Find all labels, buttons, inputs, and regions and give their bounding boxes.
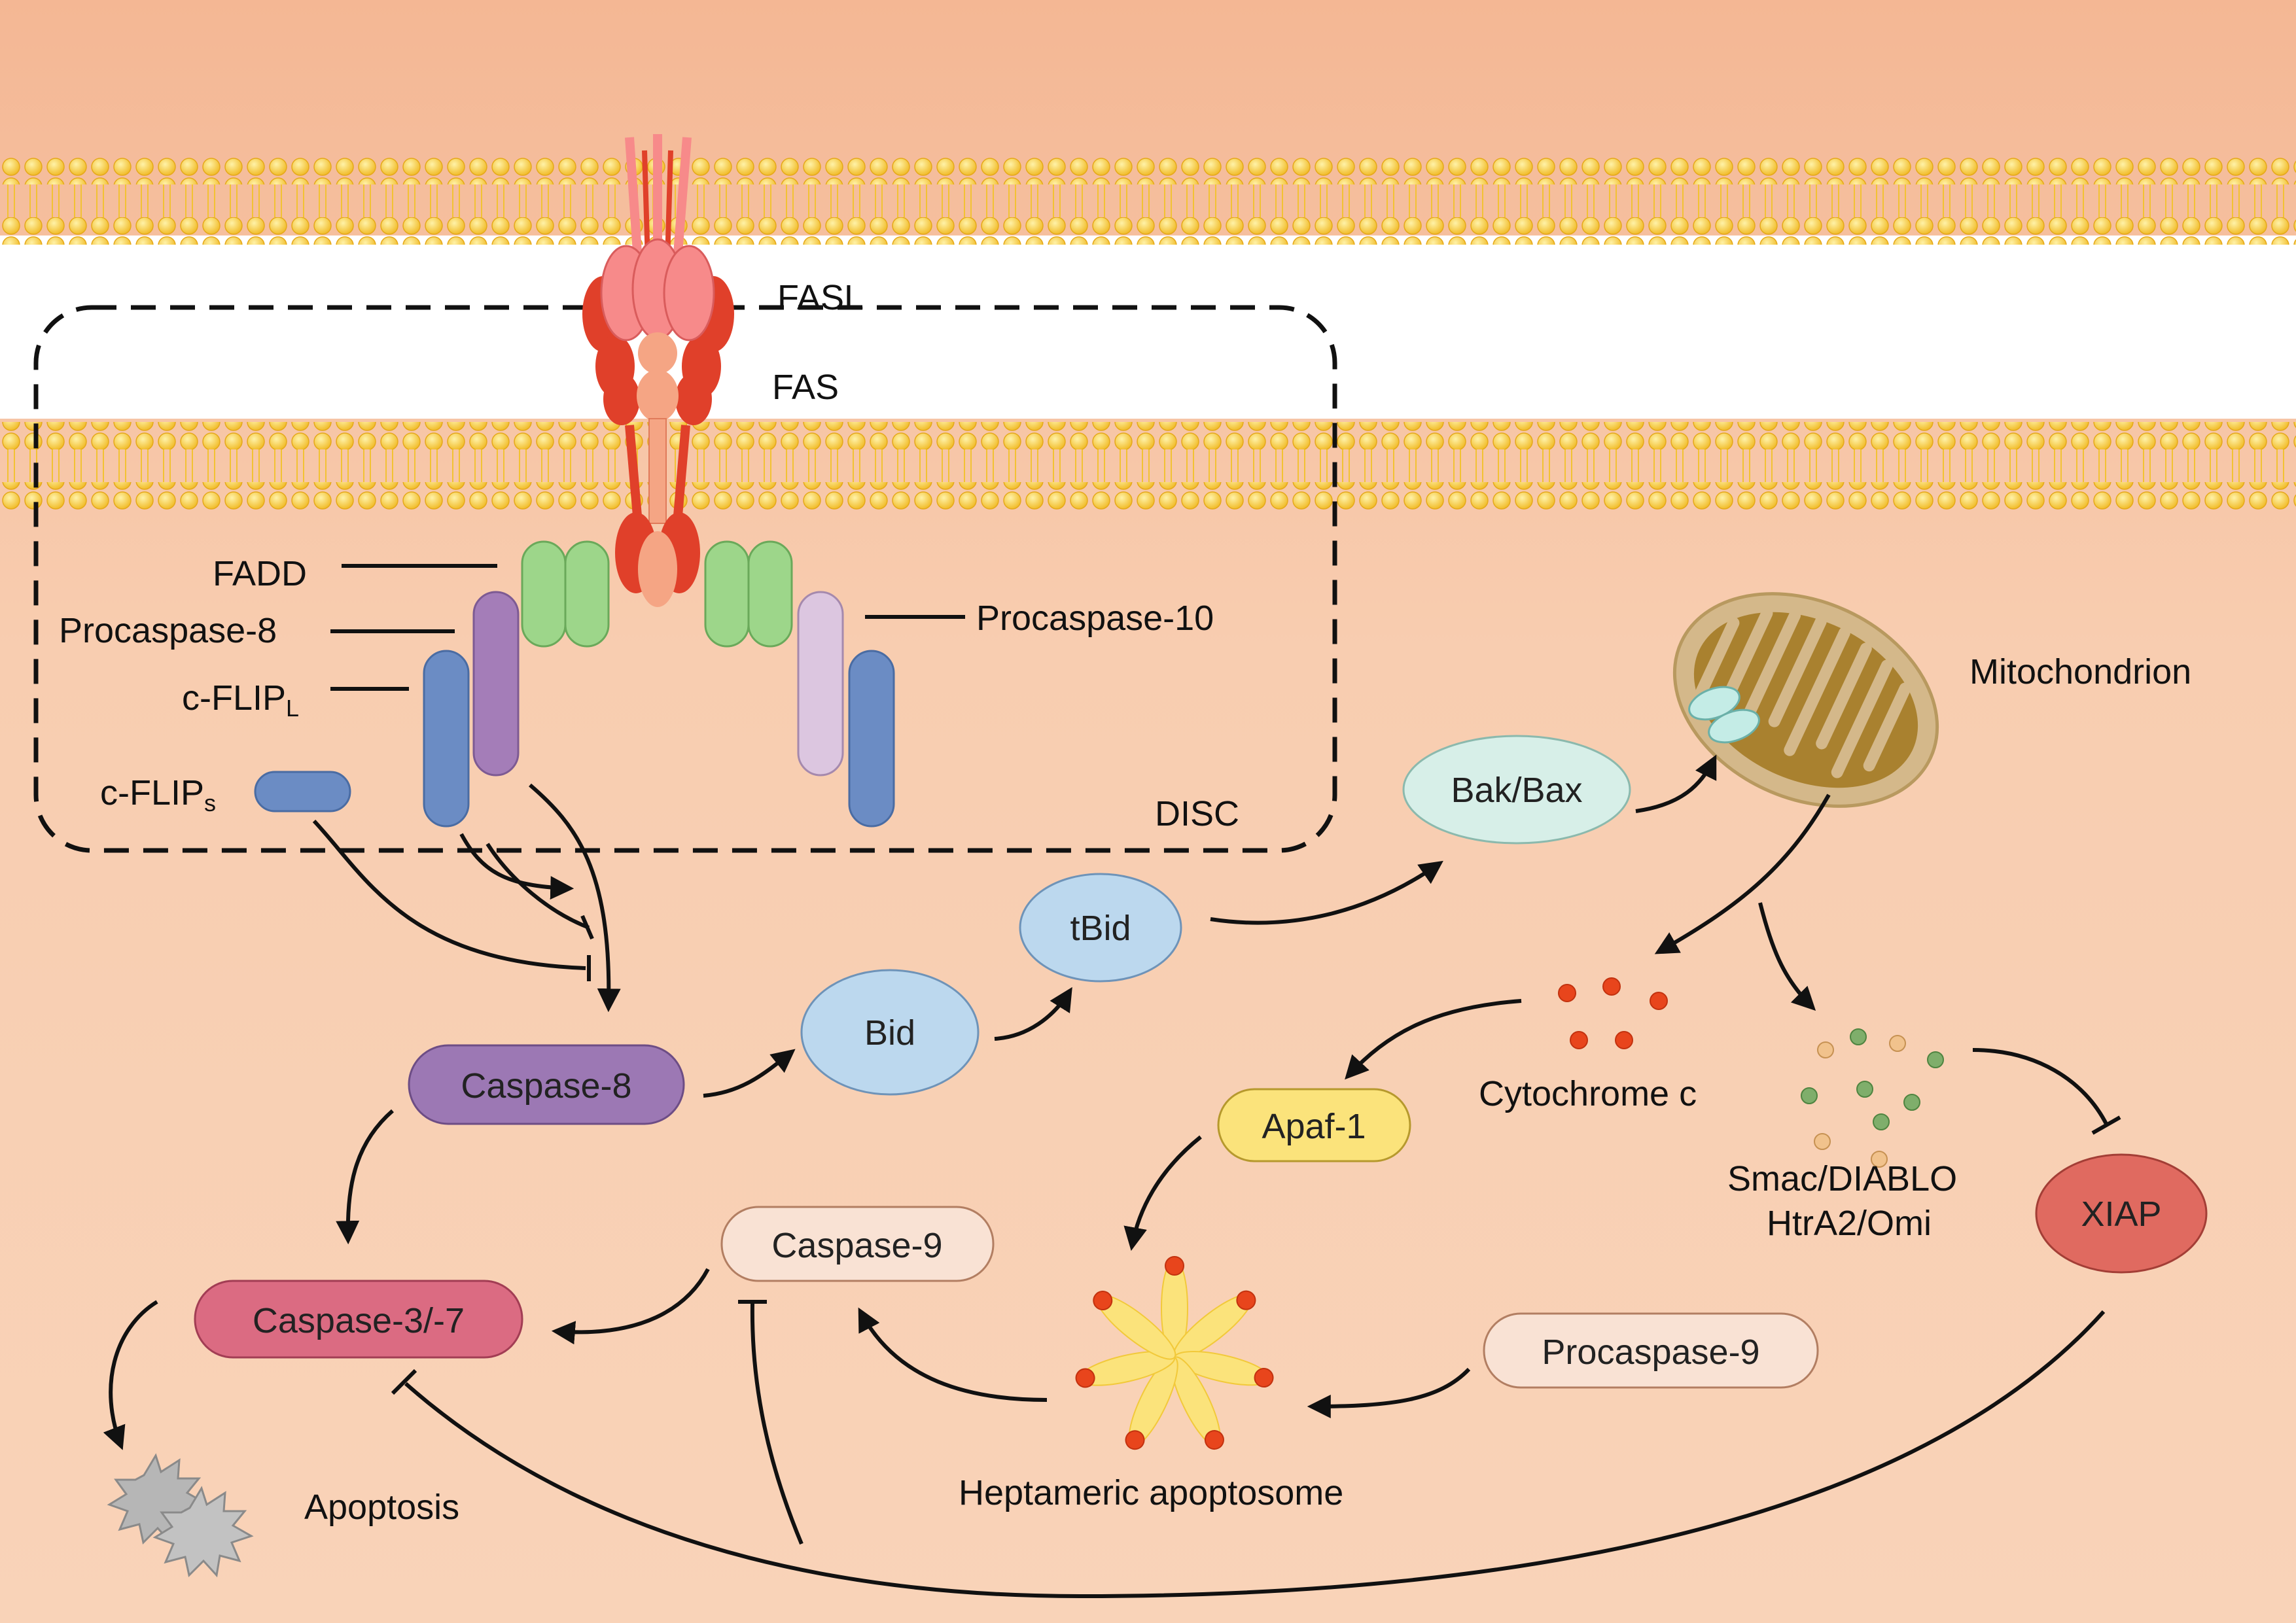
tbid-node: tBid	[1019, 873, 1182, 983]
edge-mito-smac	[1758, 902, 1816, 1011]
edge-xiap-inhibit-long	[404, 1310, 2106, 1599]
cflip-l-shape	[423, 650, 470, 828]
caspase-37-text: Caspase-3/-7	[253, 1301, 465, 1340]
xiap-node: XIAP	[2035, 1153, 2208, 1274]
edge-mito-cytc	[1654, 794, 1831, 954]
tbid-text: tBid	[1070, 909, 1131, 948]
apoptosome-icon	[1075, 1256, 1274, 1450]
procaspase-8-shape	[472, 591, 520, 777]
cflip-s-label: c-FLIPs	[100, 773, 216, 816]
bid-text: Bid	[864, 1013, 915, 1053]
smac-label-line2: HtrA2/Omi	[1767, 1204, 1932, 1243]
apaf1-text: Apaf-1	[1262, 1107, 1366, 1146]
procaspase-9-node: Procaspase-9	[1483, 1312, 1819, 1389]
edge-bid-tbid	[994, 986, 1072, 1041]
caspase-37-node: Caspase-3/-7	[194, 1280, 523, 1359]
edge-cflipl-casp8-inhibit	[486, 843, 590, 930]
caspase-9-text: Caspase-9	[771, 1226, 942, 1265]
edge-smac-xiap-inhibit	[1972, 1048, 2109, 1126]
edge-tbid-bakbax	[1210, 860, 1443, 925]
procaspase-10-shape	[797, 591, 844, 777]
fasl-label: FASL	[777, 278, 864, 317]
caspase-8-node: Caspase-8	[408, 1044, 685, 1125]
cflip-l-label: c-FLIPL	[182, 678, 299, 722]
edge-apaf1-apoptosome	[1123, 1135, 1202, 1251]
smac-dots	[1801, 1028, 1944, 1168]
edge-casp37-apoptosis	[103, 1300, 158, 1450]
fadd-right	[704, 540, 793, 648]
procaspase-10-label: Procaspase-10	[976, 599, 1214, 638]
disc-label: DISC	[1155, 794, 1239, 833]
cytochrome-c-label: Cytochrome c	[1479, 1074, 1697, 1113]
heptameric-label: Heptameric apoptosome	[959, 1473, 1343, 1512]
edge-cflipl-casp8-activate	[459, 833, 574, 900]
edge-casp8-bid	[703, 1049, 796, 1098]
fasl-fas-complex	[582, 134, 734, 607]
apaf1-node: Apaf-1	[1217, 1088, 1411, 1162]
edge-cflips-casp8-inhibit	[312, 819, 586, 970]
pore-icon	[1688, 686, 1760, 744]
procaspase-8-label: Procaspase-8	[59, 611, 277, 650]
edge-xiap-inhibit-casp9	[750, 1303, 804, 1545]
cflip-s-shape	[254, 771, 351, 812]
edge-apoptosome-casp9	[858, 1307, 1048, 1402]
mitochondrion	[1672, 592, 1939, 808]
fadd-left	[521, 540, 610, 648]
edge-casp9-casp37	[551, 1268, 710, 1345]
bid-node: Bid	[800, 969, 980, 1096]
edge-procasp8-casp8	[529, 783, 621, 1013]
smac-label-line1: Smac/DIABLO	[1727, 1159, 1957, 1198]
extracellular-space	[0, 236, 2296, 419]
edge-cytc-apaf1	[1345, 999, 1522, 1080]
cflip-right-shape	[848, 650, 895, 828]
caspase-8-text: Caspase-8	[461, 1066, 631, 1106]
cytochrome-c-dots	[1558, 977, 1668, 1049]
edge-casp8-casp37	[336, 1109, 394, 1245]
mitochondrion-label: Mitochondrion	[1969, 652, 2191, 691]
apoptotic-cell-icon	[107, 1453, 254, 1578]
bakbax-text: Bak/Bax	[1451, 771, 1582, 810]
fas-label: FAS	[772, 368, 839, 407]
fadd-label: FADD	[213, 554, 307, 593]
bakbax-node: Bak/Bax	[1402, 735, 1631, 845]
cell-membrane	[0, 422, 2296, 510]
apoptosis-label: Apoptosis	[304, 1488, 459, 1527]
caspase-9-node: Caspase-9	[720, 1206, 995, 1282]
pathway-edges	[103, 754, 2121, 1599]
procaspase-9-text: Procaspase-9	[1542, 1333, 1759, 1372]
edge-procasp9-apoptosome	[1307, 1367, 1471, 1418]
xiap-text: XIAP	[2081, 1195, 2161, 1234]
edge-bakbax-mito	[1635, 754, 1717, 813]
outer-membrane	[0, 157, 2296, 245]
